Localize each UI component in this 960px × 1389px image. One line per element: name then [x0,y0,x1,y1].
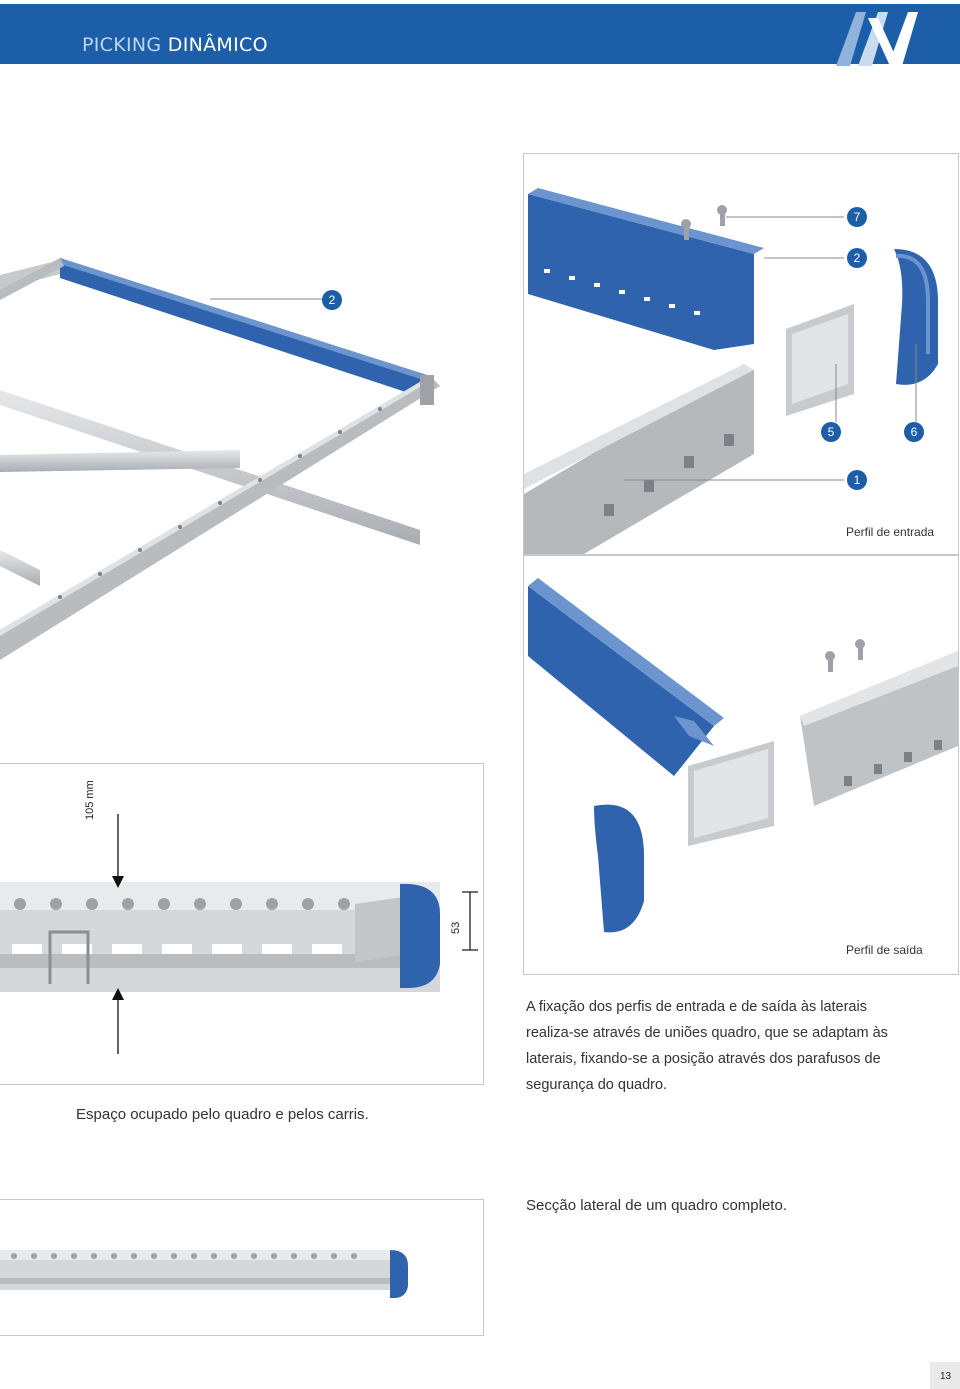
page-header: PICKING DINÂMICO [0,4,960,66]
exit-profile-caption: Perfil de saída [846,943,923,957]
brand-logo-icon [836,12,918,66]
callout-2-left: 2 [322,290,342,310]
exit-profile-figure: Perfil de saída [523,555,959,975]
page-number: 13 [940,1371,952,1382]
entry-profile-figure: 7 2 5 6 1 Perfil de entrada [523,153,959,555]
callout-7: 7 [847,207,867,227]
space-occupied-caption: Espaço ocupado pelo quadro e pelos carri… [76,1106,369,1123]
callout-2-entry: 2 [847,248,867,268]
frame-perspective-photo [0,200,445,740]
space-occupied-figure: 105 mm 53 [0,763,484,1085]
title-part-2: DINÂMICO [167,34,268,56]
callout-5: 5 [821,422,841,442]
title-part-1: PICKING [82,34,162,56]
body-paragraph: A fixação dos perfis de entrada e de saí… [526,999,888,1093]
page-title: PICKING DINÂMICO [82,34,268,56]
lateral-section-figure [0,1199,484,1336]
page-number-box: 13 [930,1362,960,1389]
lateral-section-caption: Secção lateral de um quadro completo. [526,1197,787,1214]
callout-6: 6 [904,422,924,442]
callout-2-left-leader [210,298,325,300]
entry-profile-caption: Perfil de entrada [846,525,935,539]
dimension-53-label: 53 [450,921,462,934]
dimension-105mm-label: 105 mm [84,780,96,820]
callout-1: 1 [847,470,867,490]
